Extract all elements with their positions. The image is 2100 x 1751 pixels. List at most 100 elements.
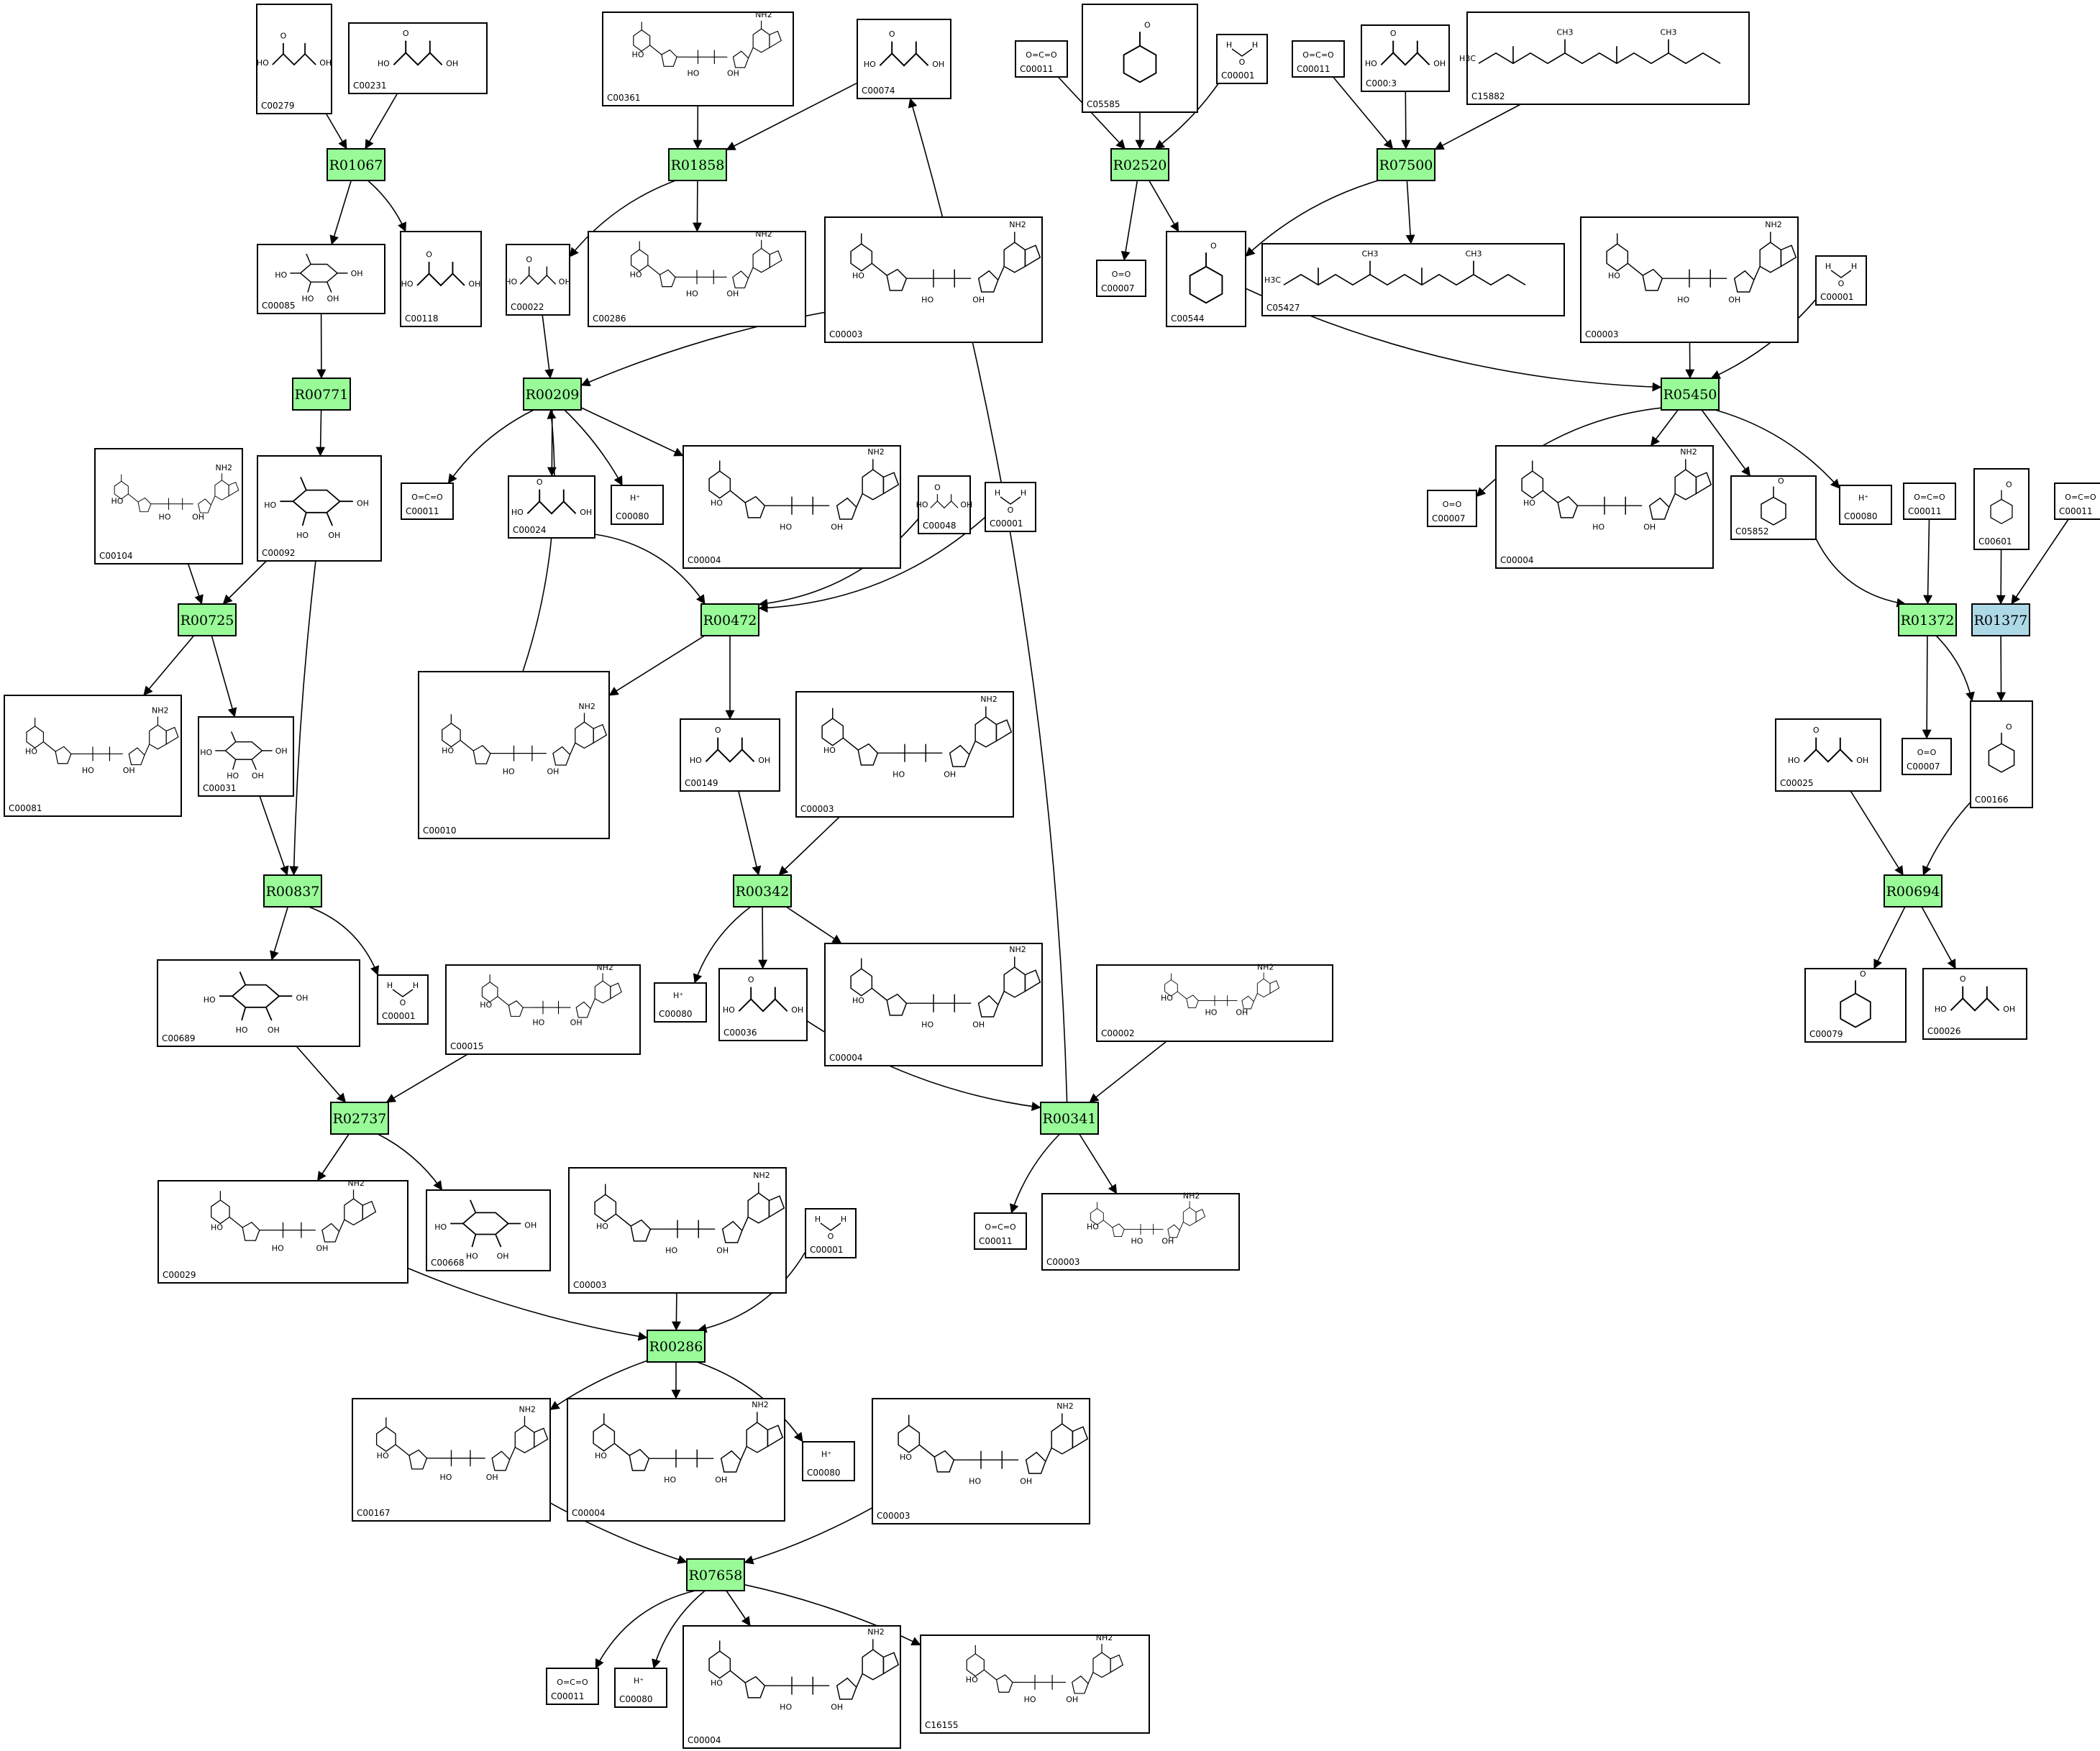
structure-drawing: H⁺ <box>630 493 640 503</box>
reaction-r00341[interactable]: R00341 <box>1040 1102 1099 1135</box>
structure-drawing: O=C=O <box>985 1222 1016 1232</box>
reaction-r07658[interactable]: R07658 <box>686 1558 745 1591</box>
edge-R01067-to-c00085 <box>329 180 352 245</box>
reaction-r00837[interactable]: R00837 <box>263 874 322 907</box>
reaction-r01377[interactable]: R01377 <box>1971 603 2030 636</box>
reaction-r00342[interactable]: R00342 <box>733 874 792 907</box>
edge-c00231-to-R01067 <box>365 93 398 150</box>
reaction-r00694[interactable]: R00694 <box>1884 874 1942 907</box>
atom-label: HO <box>257 58 269 68</box>
reaction-r00286[interactable]: R00286 <box>647 1330 706 1363</box>
atom-label: OH <box>192 513 204 522</box>
atom-label: NH2 <box>1056 1402 1074 1411</box>
atom-label: HO <box>200 748 212 757</box>
reaction-r01858[interactable]: R01858 <box>668 148 727 181</box>
reaction-r00771[interactable]: R00771 <box>292 378 351 411</box>
reaction-r01067[interactable]: R01067 <box>327 148 385 181</box>
atom-label: HO <box>1935 1005 1947 1014</box>
reaction-r00725[interactable]: R00725 <box>178 603 237 636</box>
compound-id-label: C05852 <box>1735 526 1769 536</box>
atom-label: HO <box>595 1451 607 1460</box>
reaction-r07500[interactable]: R07500 <box>1377 148 1435 181</box>
reaction-r02737[interactable]: R02737 <box>330 1102 389 1135</box>
compound-id-label: C00001 <box>1221 70 1255 81</box>
reaction-r02520[interactable]: R02520 <box>1110 148 1169 181</box>
reaction-id-label: R07658 <box>689 1568 743 1583</box>
atom-label: O <box>1144 21 1151 30</box>
reaction-r00472[interactable]: R00472 <box>700 603 759 636</box>
reaction-r00209[interactable]: R00209 <box>523 378 582 411</box>
reaction-r05450[interactable]: R05450 <box>1661 378 1720 411</box>
reaction-r01372[interactable]: R01372 <box>1898 603 1957 636</box>
